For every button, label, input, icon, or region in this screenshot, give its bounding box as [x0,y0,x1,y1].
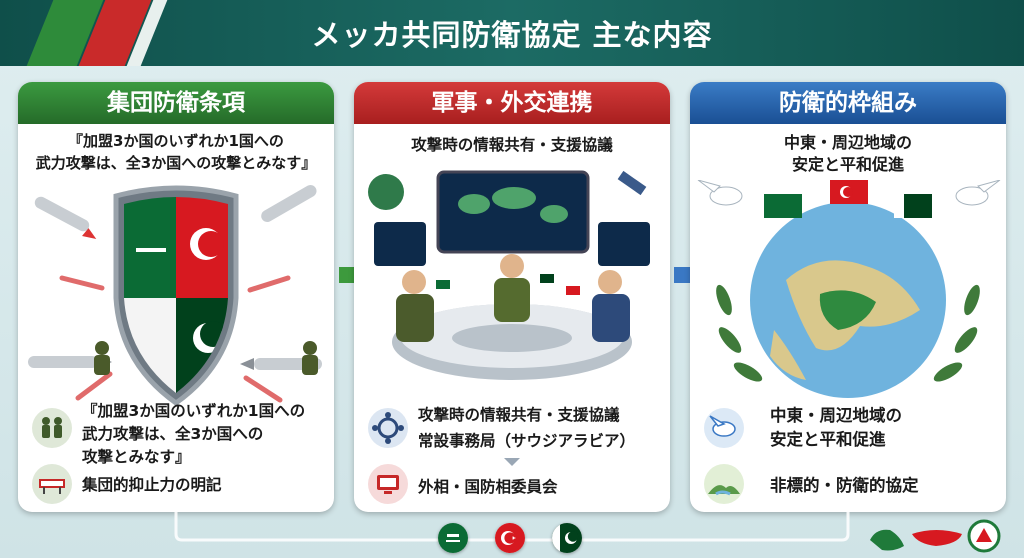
chevron-down-icon [504,458,520,466]
soldier-icon [94,341,318,375]
item-text-line: 常設事務局（サウジアラビア） [418,432,636,450]
barrier-icon [32,464,72,504]
globe-illustration [697,180,1001,398]
video-conference-icon [368,464,408,504]
panel-heading: 防衛的枠組み [690,82,1006,124]
soldiers-icon [32,408,72,448]
item-text-line: 非標的・防衛的協定 [770,476,919,495]
missile-icon [34,196,97,240]
saudi-flag [438,523,468,553]
item-text-line: 『加盟3か国のいずれか1国への [82,402,306,420]
item-text-line: 武力攻撃は、全3か国への [82,425,264,443]
page-title: メッカ共同防衛協定 主な内容 [311,18,713,52]
panel-subtitle: 中東・周辺地域の [783,133,912,152]
panel-quote-line: 『加盟3か国のいずれか1国への [68,132,284,150]
panel-subtitle: 安定と平和促進 [791,155,904,174]
item-text-line: 攻撃時の情報共有・支援協議 [418,406,620,424]
item-text-line: 攻撃とみなす』 [82,448,191,466]
item-text-line: 安定と平和促進 [770,430,886,449]
panel-defensive-framework: 防衛的枠組み 中東・周辺地域の 安定と平和促進 中東・周辺地 [690,82,1006,512]
dove-icon [704,408,744,448]
item-text-line: 集団的抑止力の明記 [82,476,222,494]
header-bar: メッカ共同防衛協定 主な内容 [0,0,1024,66]
satellite-icon [617,170,647,196]
item-text-line: 外相・国防相委員会 [418,478,558,496]
turkey-flag [495,523,525,553]
meeting-illustration [368,170,650,380]
meeting-icon [368,408,408,448]
panel-heading: 集団防衛条項 [18,82,334,124]
laurel-wreath-icon [716,284,980,382]
country-silhouettes-icon [870,519,1001,553]
panel-military-diplomatic: 軍事・外交連携 攻撃時の情報共有・支援協議 攻撃時の情報共有・支援協議 常設事務… [354,82,670,512]
radar-icon [368,174,404,210]
missile-icon [261,185,317,222]
shield-illustration [28,185,322,407]
pakistan-flag [552,523,582,553]
officer-icon [396,254,630,342]
landscape-icon [704,464,744,504]
panel-quote-line: 武力攻撃は、全3か国への攻撃とみなす』 [35,154,317,172]
dove-icon [697,180,1001,206]
item-text-line: 中東・周辺地域の [770,406,902,425]
panel-collective-defense: 集団防衛条項 『加盟3か国のいずれか1国への 武力攻撃は、全3か国への攻撃とみな… [18,82,334,512]
panel-heading: 軍事・外交連携 [354,82,670,124]
panel-subtitle: 攻撃時の情報共有・支援協議 [411,136,613,154]
